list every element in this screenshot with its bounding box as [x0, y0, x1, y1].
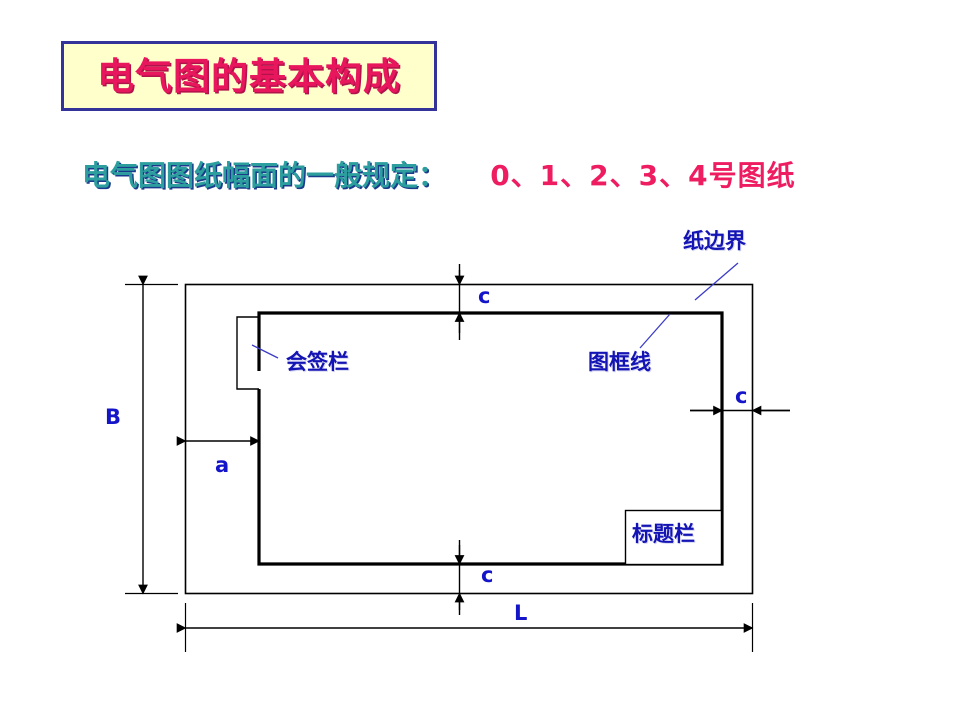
- slide-title-box: 电气图的基本构成: [61, 41, 437, 111]
- frame-line-leader: [639, 313, 671, 349]
- dimension-label-c-top: c: [478, 284, 491, 308]
- page-title: 电气图的基本构成: [97, 53, 401, 98]
- dimension-label-a: a: [215, 453, 230, 477]
- callout-label-frame-line: 图框线: [588, 350, 651, 374]
- callout-label-signature-block: 会签栏: [286, 350, 349, 374]
- callout-label-title-block: 标题栏: [632, 522, 695, 546]
- dimension-label-c-right: c: [735, 384, 748, 408]
- dimension-label-L: L: [514, 601, 528, 625]
- paper-edge-leader: [694, 262, 739, 301]
- dimension-B: [125, 275, 178, 595]
- dimension-L: [176, 603, 754, 652]
- dimension-label-B: B: [105, 405, 122, 429]
- signature-block-rect: [236, 316, 259, 390]
- dimension-label-c-bottom: c: [481, 563, 494, 587]
- subtitle-lead-text: 电气图图纸幅面的一般规定：: [82, 159, 447, 192]
- paper-edge-rect: [184, 283, 754, 595]
- subtitle-sizes-text: 0、1、2、3、4号图纸: [490, 159, 796, 192]
- signature-block-leader: [251, 344, 279, 359]
- subtitle-line: 电气图图纸幅面的一般规定： 0、1、2、3、4号图纸: [82, 154, 882, 194]
- callout-label-paper-edge: 纸边界: [683, 229, 746, 253]
